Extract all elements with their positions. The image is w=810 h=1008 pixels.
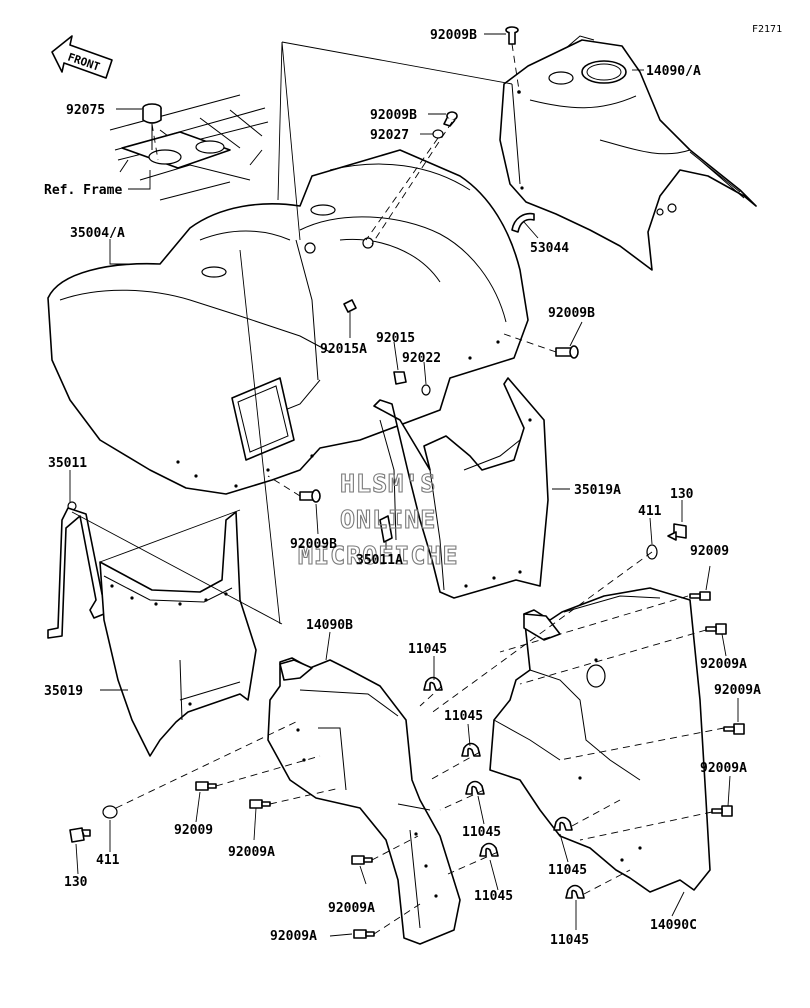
side-cover-14090C [489,587,711,893]
lower-fender-35019A [373,377,549,599]
bolt-92009-left [195,781,217,791]
watermark-line-3: MICROFICHE [298,541,459,570]
label-92027: 92027 [370,128,409,143]
label-92009A-r1: 92009A [700,657,747,672]
clamp-11045-5 [553,816,573,831]
guide-lines [71,41,725,935]
washer-92022 [421,384,431,396]
label-92009B-top: 92009B [430,28,477,43]
label-35019: 35019 [44,684,83,699]
label-92009B-mid: 92009B [370,108,417,123]
part-labels: 92009B 14090/A 92075 92009B 92027 Ref. F… [44,28,761,948]
cover-14090A [499,35,757,271]
label-leaders [69,33,739,937]
label-92015: 92015 [376,331,415,346]
label-11045-2: 11045 [444,709,483,724]
watermark-line-1: HLSM'S [340,469,436,498]
bolt-130-left [69,827,91,843]
frame-reference [109,94,269,201]
bolt-92009A-r3 [711,805,733,817]
clamp-11045-1 [423,676,443,691]
bolt-130-right [667,523,687,541]
bolt-92009A-r2 [723,723,745,735]
label-53044: 53044 [530,241,569,256]
label-11045-6: 11045 [550,933,589,948]
label-14090C: 14090C [650,918,697,933]
label-411-left: 411 [96,853,120,868]
bracket-35011A [379,515,393,543]
label-130-right: 130 [670,487,694,502]
label-35004A: 35004/A [70,226,125,241]
lower-fender-35019 [99,511,257,757]
label-11045-3: 11045 [462,825,501,840]
bolt-92009B-right [555,345,579,359]
side-cover-14090B [267,657,461,945]
front-arrow-icon: FRONT [51,35,113,79]
label-92009A-l3: 92009A [270,929,317,944]
bolt-92009A-l2 [351,855,373,865]
clip-53044 [511,212,535,233]
label-92022: 92022 [402,351,441,366]
bolt-92009B-top [505,26,519,45]
label-92009-right: 92009 [690,544,729,559]
label-35011: 35011 [48,456,87,471]
bolt-92009A-l3 [353,929,375,939]
clamp-11045-4 [479,842,499,857]
label-14090A: 14090/A [646,64,701,79]
label-92009B-right: 92009B [548,306,595,321]
label-92009A-r2: 92009A [714,683,761,698]
watermark: HLSM'S ONLINE MICROFICHE [297,468,459,570]
label-ref-frame: Ref. Frame [44,183,122,198]
label-130-left: 130 [64,875,88,890]
label-92009A-l1: 92009A [228,845,275,860]
label-11045-1: 11045 [408,642,447,657]
label-35019A: 35019A [574,483,621,498]
label-411-right: 411 [638,504,662,519]
clamp-11045-3 [465,780,485,795]
label-92009-left: 92009 [174,823,213,838]
clamp-11045-2 [461,742,481,757]
label-92009A-l2: 92009A [328,901,375,916]
clip-92015A [343,299,357,313]
bolt-92009-right [689,591,711,601]
diagram-code: F2171 [752,24,782,35]
bolt-92009B-low [299,489,321,503]
label-92009B-low: 92009B [290,537,337,552]
washer-411-left [102,805,118,819]
label-35011A: 35011A [356,553,403,568]
label-92015A: 92015A [320,342,367,357]
label-92075: 92075 [66,103,105,118]
bolt-92009A-l1 [249,799,271,809]
nut-92015 [393,371,407,385]
front-fender-35004A [47,149,529,495]
clamp-11045-6 [565,884,585,899]
bracket-35011 [47,501,105,639]
bolt-92009A-r1 [705,623,727,635]
label-14090B: 14090B [306,618,353,633]
label-11045-5: 11045 [474,889,513,904]
watermark-line-2: ONLINE [340,505,436,534]
grommet-92075 [142,103,162,150]
washer-92027 [432,129,444,139]
label-92009A-r3: 92009A [700,761,747,776]
bolt-92009B-mid [443,111,458,127]
label-11045-4: 11045 [548,863,587,878]
